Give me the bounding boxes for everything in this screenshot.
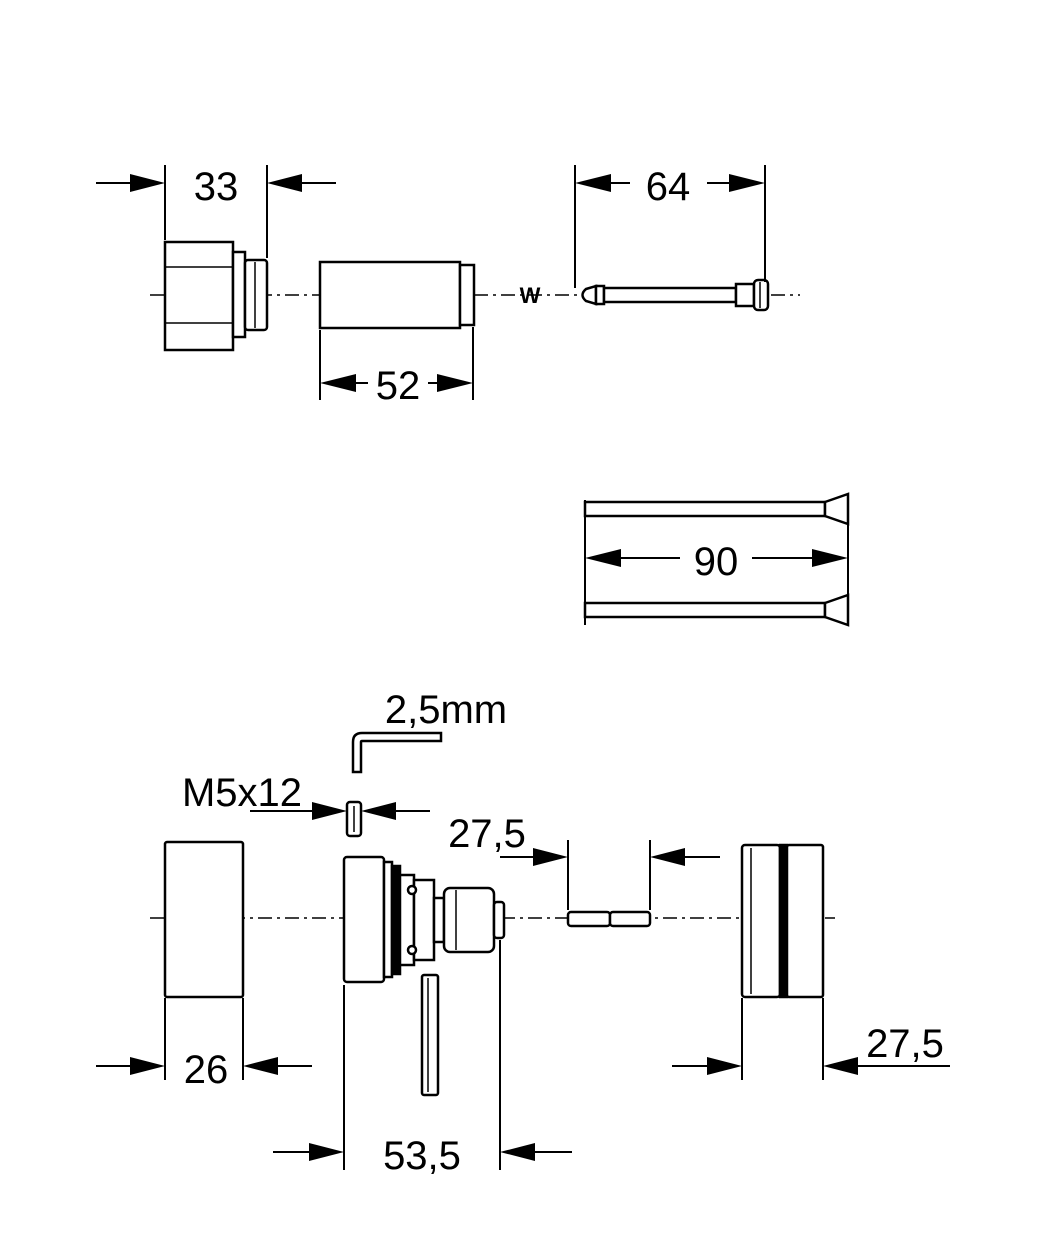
label-2-5mm: 2,5mm bbox=[385, 688, 507, 732]
top-row: 33 52 W bbox=[96, 165, 800, 408]
label-26: 26 bbox=[184, 1048, 229, 1092]
dim-33: 33 bbox=[96, 165, 336, 258]
label-33: 33 bbox=[194, 165, 239, 209]
screws-90: 90 bbox=[583, 492, 850, 627]
label-53-5: 53,5 bbox=[383, 1134, 461, 1178]
valve-body bbox=[342, 855, 506, 984]
long-pin bbox=[581, 278, 770, 312]
extension-ring bbox=[740, 843, 825, 999]
grub-screw: M5x12 bbox=[182, 771, 430, 838]
dim-53-5: 53,5 bbox=[273, 940, 572, 1178]
dim-26: 26 bbox=[96, 998, 312, 1092]
label-27-5-right: 27,5 bbox=[866, 1022, 944, 1066]
extension-sleeve bbox=[318, 260, 476, 330]
bottom-row: 26 2,5mm M5x12 bbox=[96, 688, 950, 1178]
allen-key: 2,5mm bbox=[351, 688, 507, 774]
label-m5x12: M5x12 bbox=[182, 771, 302, 815]
coupling-pin bbox=[566, 910, 652, 928]
label-52: 52 bbox=[376, 364, 421, 408]
dim-64: 64 bbox=[574, 165, 766, 288]
w-mark: W bbox=[520, 283, 541, 308]
dim-52: 52 bbox=[319, 327, 474, 408]
dim-27-5-top: 27,5 bbox=[448, 812, 720, 910]
hex-nut bbox=[163, 240, 269, 352]
dim-27-5-right: 27,5 bbox=[672, 998, 950, 1080]
cover-cap bbox=[163, 840, 245, 999]
label-90: 90 bbox=[694, 540, 739, 584]
spanner-plate bbox=[420, 973, 440, 1097]
label-27-5-top: 27,5 bbox=[448, 812, 526, 856]
label-64: 64 bbox=[646, 165, 691, 209]
